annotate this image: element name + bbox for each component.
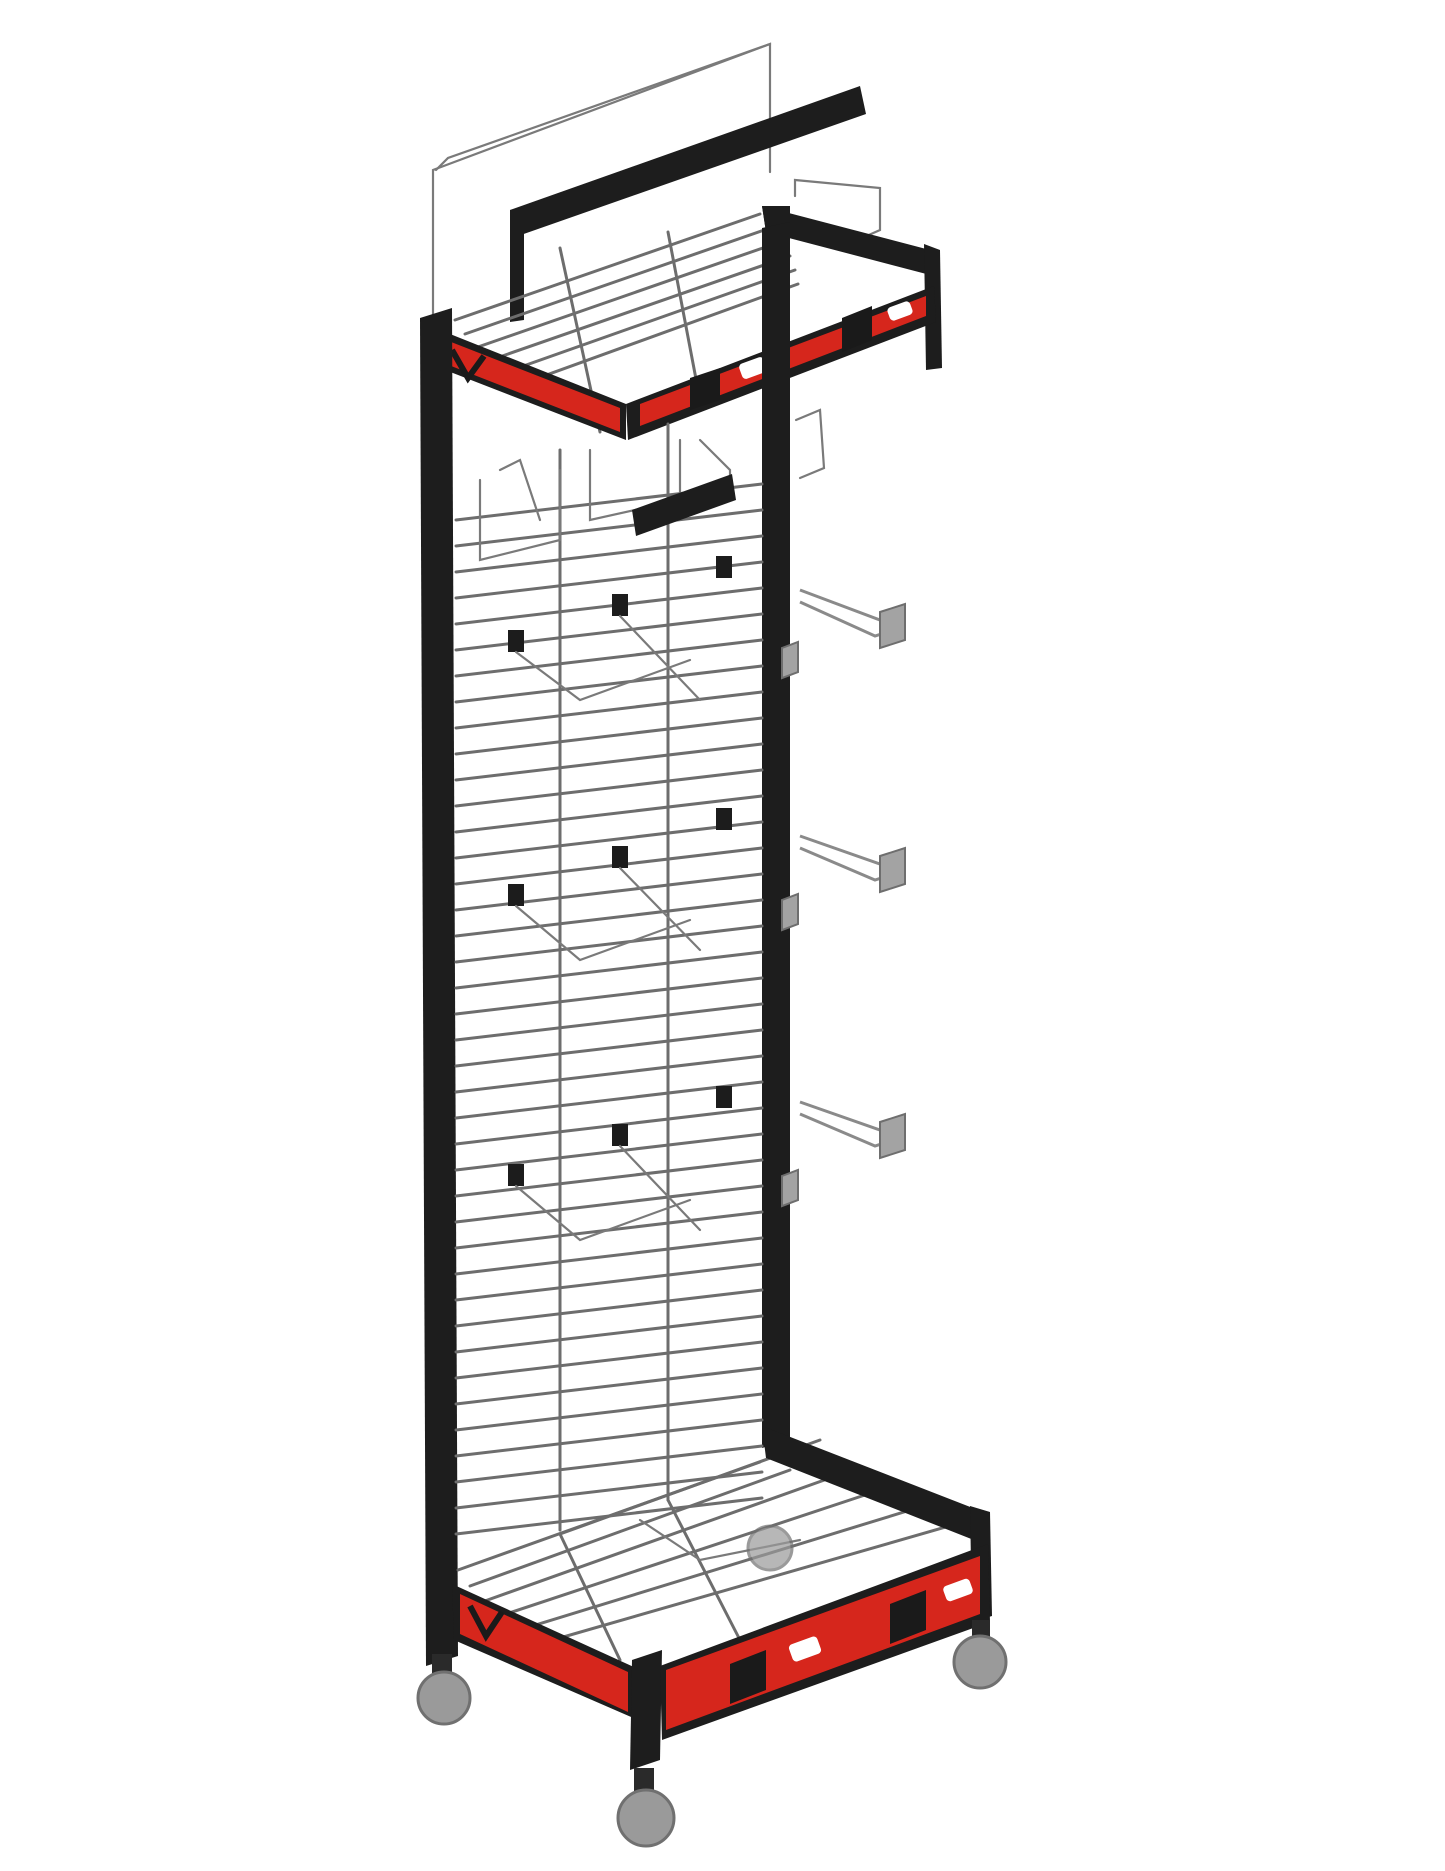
- brand-logo-icon: [842, 306, 872, 352]
- grid-wire: [454, 1132, 764, 1172]
- grid-wire: [454, 1392, 764, 1432]
- top-basket-hooks: [478, 408, 826, 562]
- grid-wire: [454, 1262, 764, 1302]
- back-panel-vertical-wires: [558, 422, 670, 1532]
- grid-wire: [454, 1236, 764, 1276]
- grid-wire: [454, 534, 764, 574]
- caster-wheel-icon: [746, 1524, 794, 1572]
- bottom-shelf-wire-grid: [456, 1438, 972, 1662]
- grid-wire: [454, 1028, 764, 1068]
- grid-wire: [454, 924, 764, 964]
- grid-wire: [454, 690, 764, 730]
- grid-wire: [454, 586, 764, 626]
- right-post: [762, 222, 790, 1448]
- top-header-wire: [431, 42, 882, 318]
- left-post: [420, 308, 458, 1666]
- brand-emblem-icon: [887, 301, 913, 321]
- grid-wire: [454, 1314, 764, 1354]
- grid-wire: [454, 872, 764, 912]
- grid-wire: [454, 1054, 764, 1094]
- brand-logo-icon: [730, 1650, 766, 1704]
- grid-wire: [454, 1158, 764, 1198]
- grid-wire: [454, 846, 764, 886]
- brand-emblem-icon: [739, 357, 767, 379]
- grid-wire: [454, 560, 764, 600]
- brand-logo-icon: [890, 1590, 926, 1644]
- grid-wire: [454, 820, 764, 860]
- grid-wire: [454, 1418, 764, 1458]
- grid-wire: [454, 638, 764, 678]
- grid-wire: [454, 1340, 764, 1380]
- upper-shelf-wire-grid: [453, 212, 800, 434]
- grid-wire: [454, 1366, 764, 1406]
- top-header-bar: [510, 86, 866, 322]
- grid-wire: [454, 950, 764, 990]
- brand-emblem-icon: [943, 1578, 973, 1602]
- caster-wheel-icon: [616, 1788, 676, 1848]
- grid-wire: [454, 1184, 764, 1224]
- grid-wire: [454, 1288, 764, 1328]
- peg-hooks: [508, 556, 732, 1242]
- grid-wire: [454, 716, 764, 756]
- bottom-banner: [452, 1544, 990, 1770]
- brand-v-icon: [467, 1604, 505, 1642]
- grid-wire: [454, 898, 764, 938]
- grid-wire: [454, 794, 764, 834]
- grid-wire: [454, 742, 764, 782]
- grid-wire: [454, 1080, 764, 1120]
- grid-wire: [454, 612, 764, 652]
- grid-wire: [454, 1002, 764, 1042]
- casters: [416, 1524, 1008, 1848]
- side-hangers: [781, 588, 906, 1208]
- grid-wire: [454, 508, 764, 548]
- grid-wire: [454, 768, 764, 808]
- grid-wire: [454, 976, 764, 1016]
- brand-v-icon: [449, 348, 487, 384]
- caster-wheel-icon: [416, 1670, 472, 1726]
- grid-wire: [454, 664, 764, 704]
- grid-wire: [454, 1444, 764, 1484]
- brand-emblem-icon: [788, 1636, 822, 1662]
- caster-wheel-icon: [952, 1634, 1008, 1690]
- back-panel-wire-grid: [454, 482, 764, 1536]
- grid-wire: [454, 1106, 764, 1146]
- brand-logo-icon: [690, 368, 720, 410]
